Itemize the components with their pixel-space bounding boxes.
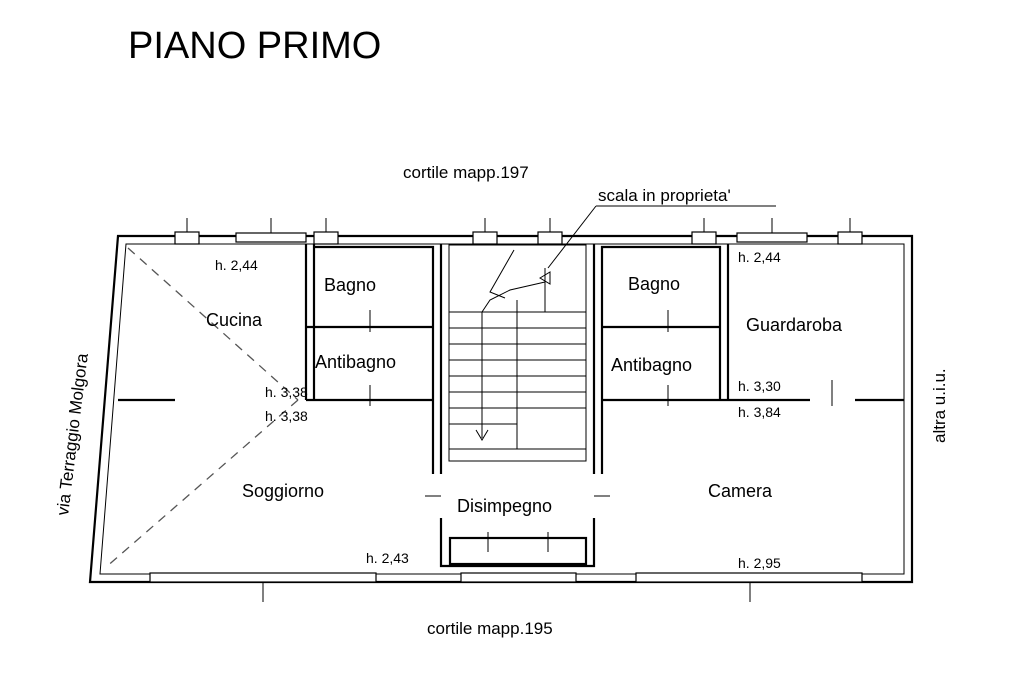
window-guardaroba-1 [736,232,808,243]
stair-core [425,244,610,568]
void-diagonal-1 [127,247,299,401]
window-cucina-2 [235,232,307,243]
void-diagonal-2 [104,399,299,569]
stair-path-arrow [481,281,546,438]
room-antibagno-left: Antibagno [315,352,396,372]
north-courtyard-label: cortile mapp.197 [403,163,529,182]
adjacent-unit-label: altra u.i.u. [930,368,949,443]
height-soggiorno-top: h. 3,38 [265,408,308,424]
window-cucina-1 [174,231,200,245]
disimpegno-cabinet [448,536,588,566]
north-windows [174,218,863,245]
height-cucina: h. 2,44 [215,257,258,273]
room-camera: Camera [708,481,773,501]
room-soggiorno: Soggiorno [242,481,324,501]
window-disimpegno [460,572,577,583]
height-cucina-bottom: h. 3,38 [265,384,308,400]
height-guardaroba-bottom: h. 3,30 [738,378,781,394]
stair-treads [449,268,586,425]
height-camera-top: h. 3,84 [738,404,781,420]
south-courtyard-label: cortile mapp.195 [427,619,553,638]
height-soggiorno: h. 2,43 [366,550,409,566]
left-unit-walls [118,244,435,474]
window-soggiorno [149,572,377,583]
room-disimpegno: Disimpegno [457,496,552,516]
right-unit-walls [600,244,904,474]
street-label: via Terraggio Molgora [53,352,92,517]
height-guardaroba-top: h. 2,44 [738,249,781,265]
room-bagno-right: Bagno [628,274,680,294]
outer-wall-inner-line [99,243,905,575]
room-cucina: Cucina [206,310,263,330]
window-stair-1 [472,231,498,245]
south-windows [149,572,863,602]
window-bagno-sx [313,231,339,245]
room-antibagno-right: Antibagno [611,355,692,375]
plan-title: PIANO PRIMO [128,25,381,67]
window-camera [635,572,863,583]
room-guardaroba: Guardaroba [746,315,843,335]
window-guardaroba-2 [837,231,863,245]
outer-wall [88,234,914,584]
window-stair-2 [537,231,563,245]
stair-ownership-label: scala in proprieta' [598,186,731,205]
height-camera: h. 2,95 [738,555,781,571]
window-bagno-dx [691,231,717,245]
room-bagno-left: Bagno [324,275,376,295]
